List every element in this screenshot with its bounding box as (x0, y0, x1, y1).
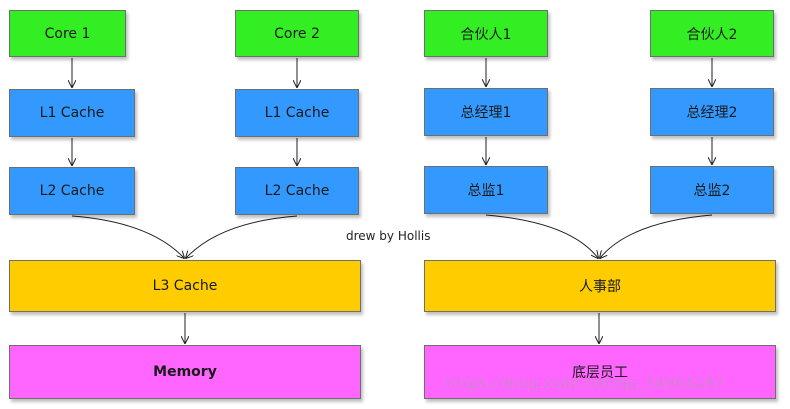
director-1-box: 总监1 (424, 166, 548, 214)
l2-cache-a-label: L2 Cache (39, 183, 105, 199)
partner-2-box: 合伙人2 (650, 10, 774, 57)
hr-department-label: 人事部 (579, 279, 621, 295)
general-manager-2-box: 总经理2 (650, 88, 774, 136)
l2-cache-b-box: L2 Cache (235, 167, 359, 215)
core-2-label: Core 2 (274, 25, 320, 42)
general-manager-2-label: 总经理2 (686, 105, 738, 121)
l2-cache-a-box: L2 Cache (9, 167, 135, 215)
arrow-director1-hr (485, 214, 598, 258)
l1-cache-a-label: L1 Cache (39, 105, 105, 121)
l3-cache-box: L3 Cache (9, 260, 361, 312)
watermark-text: https://blog.csdn.net/qq_34964197 (446, 376, 725, 392)
general-manager-1-label: 总经理1 (460, 105, 512, 121)
l1-cache-b-label: L1 Cache (264, 105, 330, 121)
l2-cache-b-label: L2 Cache (264, 183, 330, 199)
arrow-l2a-l3 (71, 215, 184, 258)
director-2-label: 总监2 (693, 183, 731, 199)
hr-department-box: 人事部 (424, 260, 776, 312)
staff-box: 底层员工 (424, 345, 776, 399)
director-1-label: 总监1 (467, 183, 505, 199)
l1-cache-a-box: L1 Cache (9, 89, 135, 137)
arrow-l2b-l3 (186, 215, 298, 258)
partner-2-label: 合伙人2 (686, 26, 738, 43)
staff-label: 底层员工 (572, 365, 628, 381)
memory-box: Memory (9, 345, 361, 399)
director-2-box: 总监2 (650, 166, 774, 214)
partner-1-label: 合伙人1 (460, 26, 512, 43)
credit-text: drew by Hollis (346, 229, 431, 243)
l1-cache-b-box: L1 Cache (235, 89, 359, 137)
core-2-box: Core 2 (235, 10, 359, 57)
arrow-director2-hr (600, 214, 713, 258)
general-manager-1-box: 总经理1 (424, 88, 548, 136)
memory-label: Memory (153, 364, 217, 380)
core-1-box: Core 1 (9, 10, 126, 57)
l3-cache-label: L3 Cache (152, 278, 218, 294)
partner-1-box: 合伙人1 (424, 10, 548, 57)
core-1-label: Core 1 (44, 25, 91, 42)
